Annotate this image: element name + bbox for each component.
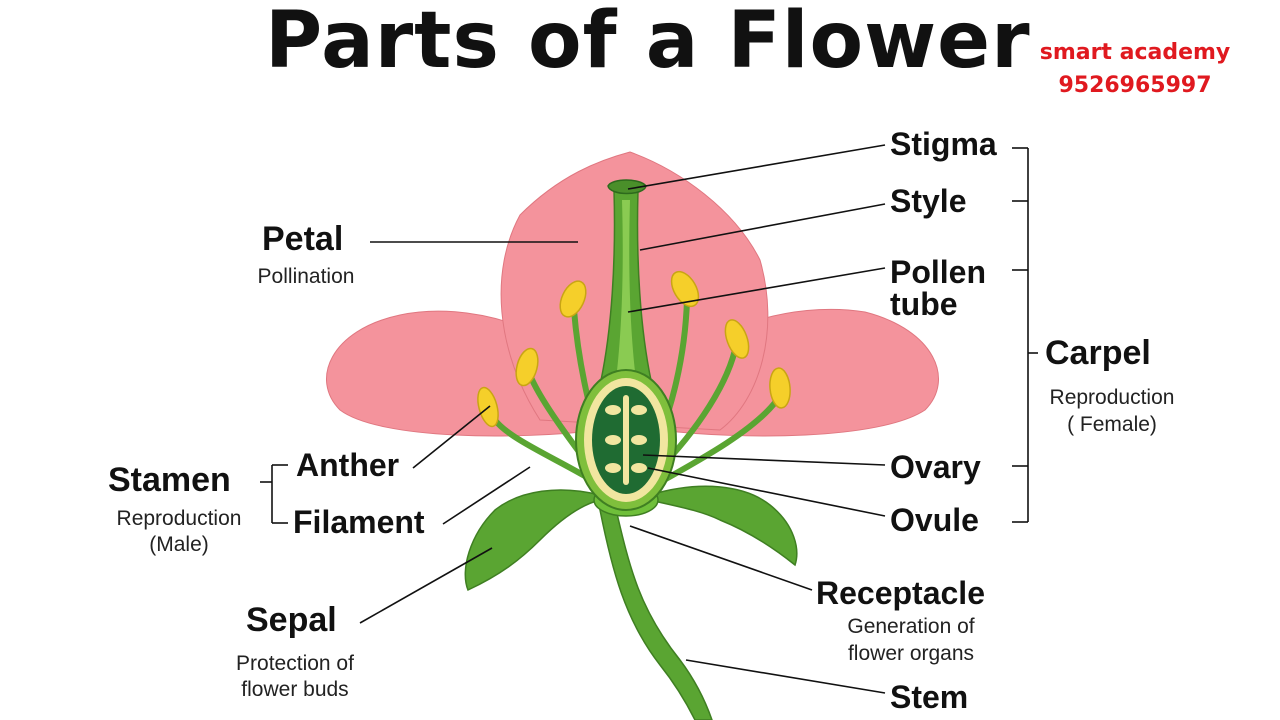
carpel-desc-1: Reproduction <box>1032 385 1192 411</box>
stem <box>600 505 712 720</box>
stamen-bracket <box>260 465 288 523</box>
label-sepal: Sepal <box>246 604 337 636</box>
petal-desc: Pollination <box>236 264 376 290</box>
label-stigma: Stigma <box>890 128 997 160</box>
label-stamen: Stamen <box>108 464 231 496</box>
carpel-desc-2: ( Female) <box>1032 412 1192 438</box>
ovules <box>605 395 647 485</box>
label-pollen-tube-1: Pollen <box>890 256 986 288</box>
label-petal: Petal <box>262 223 343 255</box>
stamen-desc-1: Reproduction <box>98 506 260 532</box>
label-receptacle: Receptacle <box>816 577 985 609</box>
label-ovule: Ovule <box>890 504 979 536</box>
label-ovary: Ovary <box>890 451 981 483</box>
sepal-desc-2: flower buds <box>210 677 380 703</box>
label-filament: Filament <box>293 506 425 538</box>
carpel-bracket <box>1012 148 1038 522</box>
label-stem: Stem <box>890 681 968 713</box>
sepal-desc-1: Protection of <box>210 651 380 677</box>
sepal-left <box>465 490 600 590</box>
label-carpel: Carpel <box>1045 337 1151 369</box>
label-pollen-tube-2: tube <box>890 288 958 320</box>
label-style: Style <box>890 185 966 217</box>
label-anther: Anther <box>296 449 399 481</box>
receptacle-desc-1: Generation of <box>816 614 1006 640</box>
stamen-desc-2: (Male) <box>98 532 260 558</box>
sepal-right <box>650 486 797 565</box>
receptacle-desc-2: flower organs <box>816 641 1006 667</box>
